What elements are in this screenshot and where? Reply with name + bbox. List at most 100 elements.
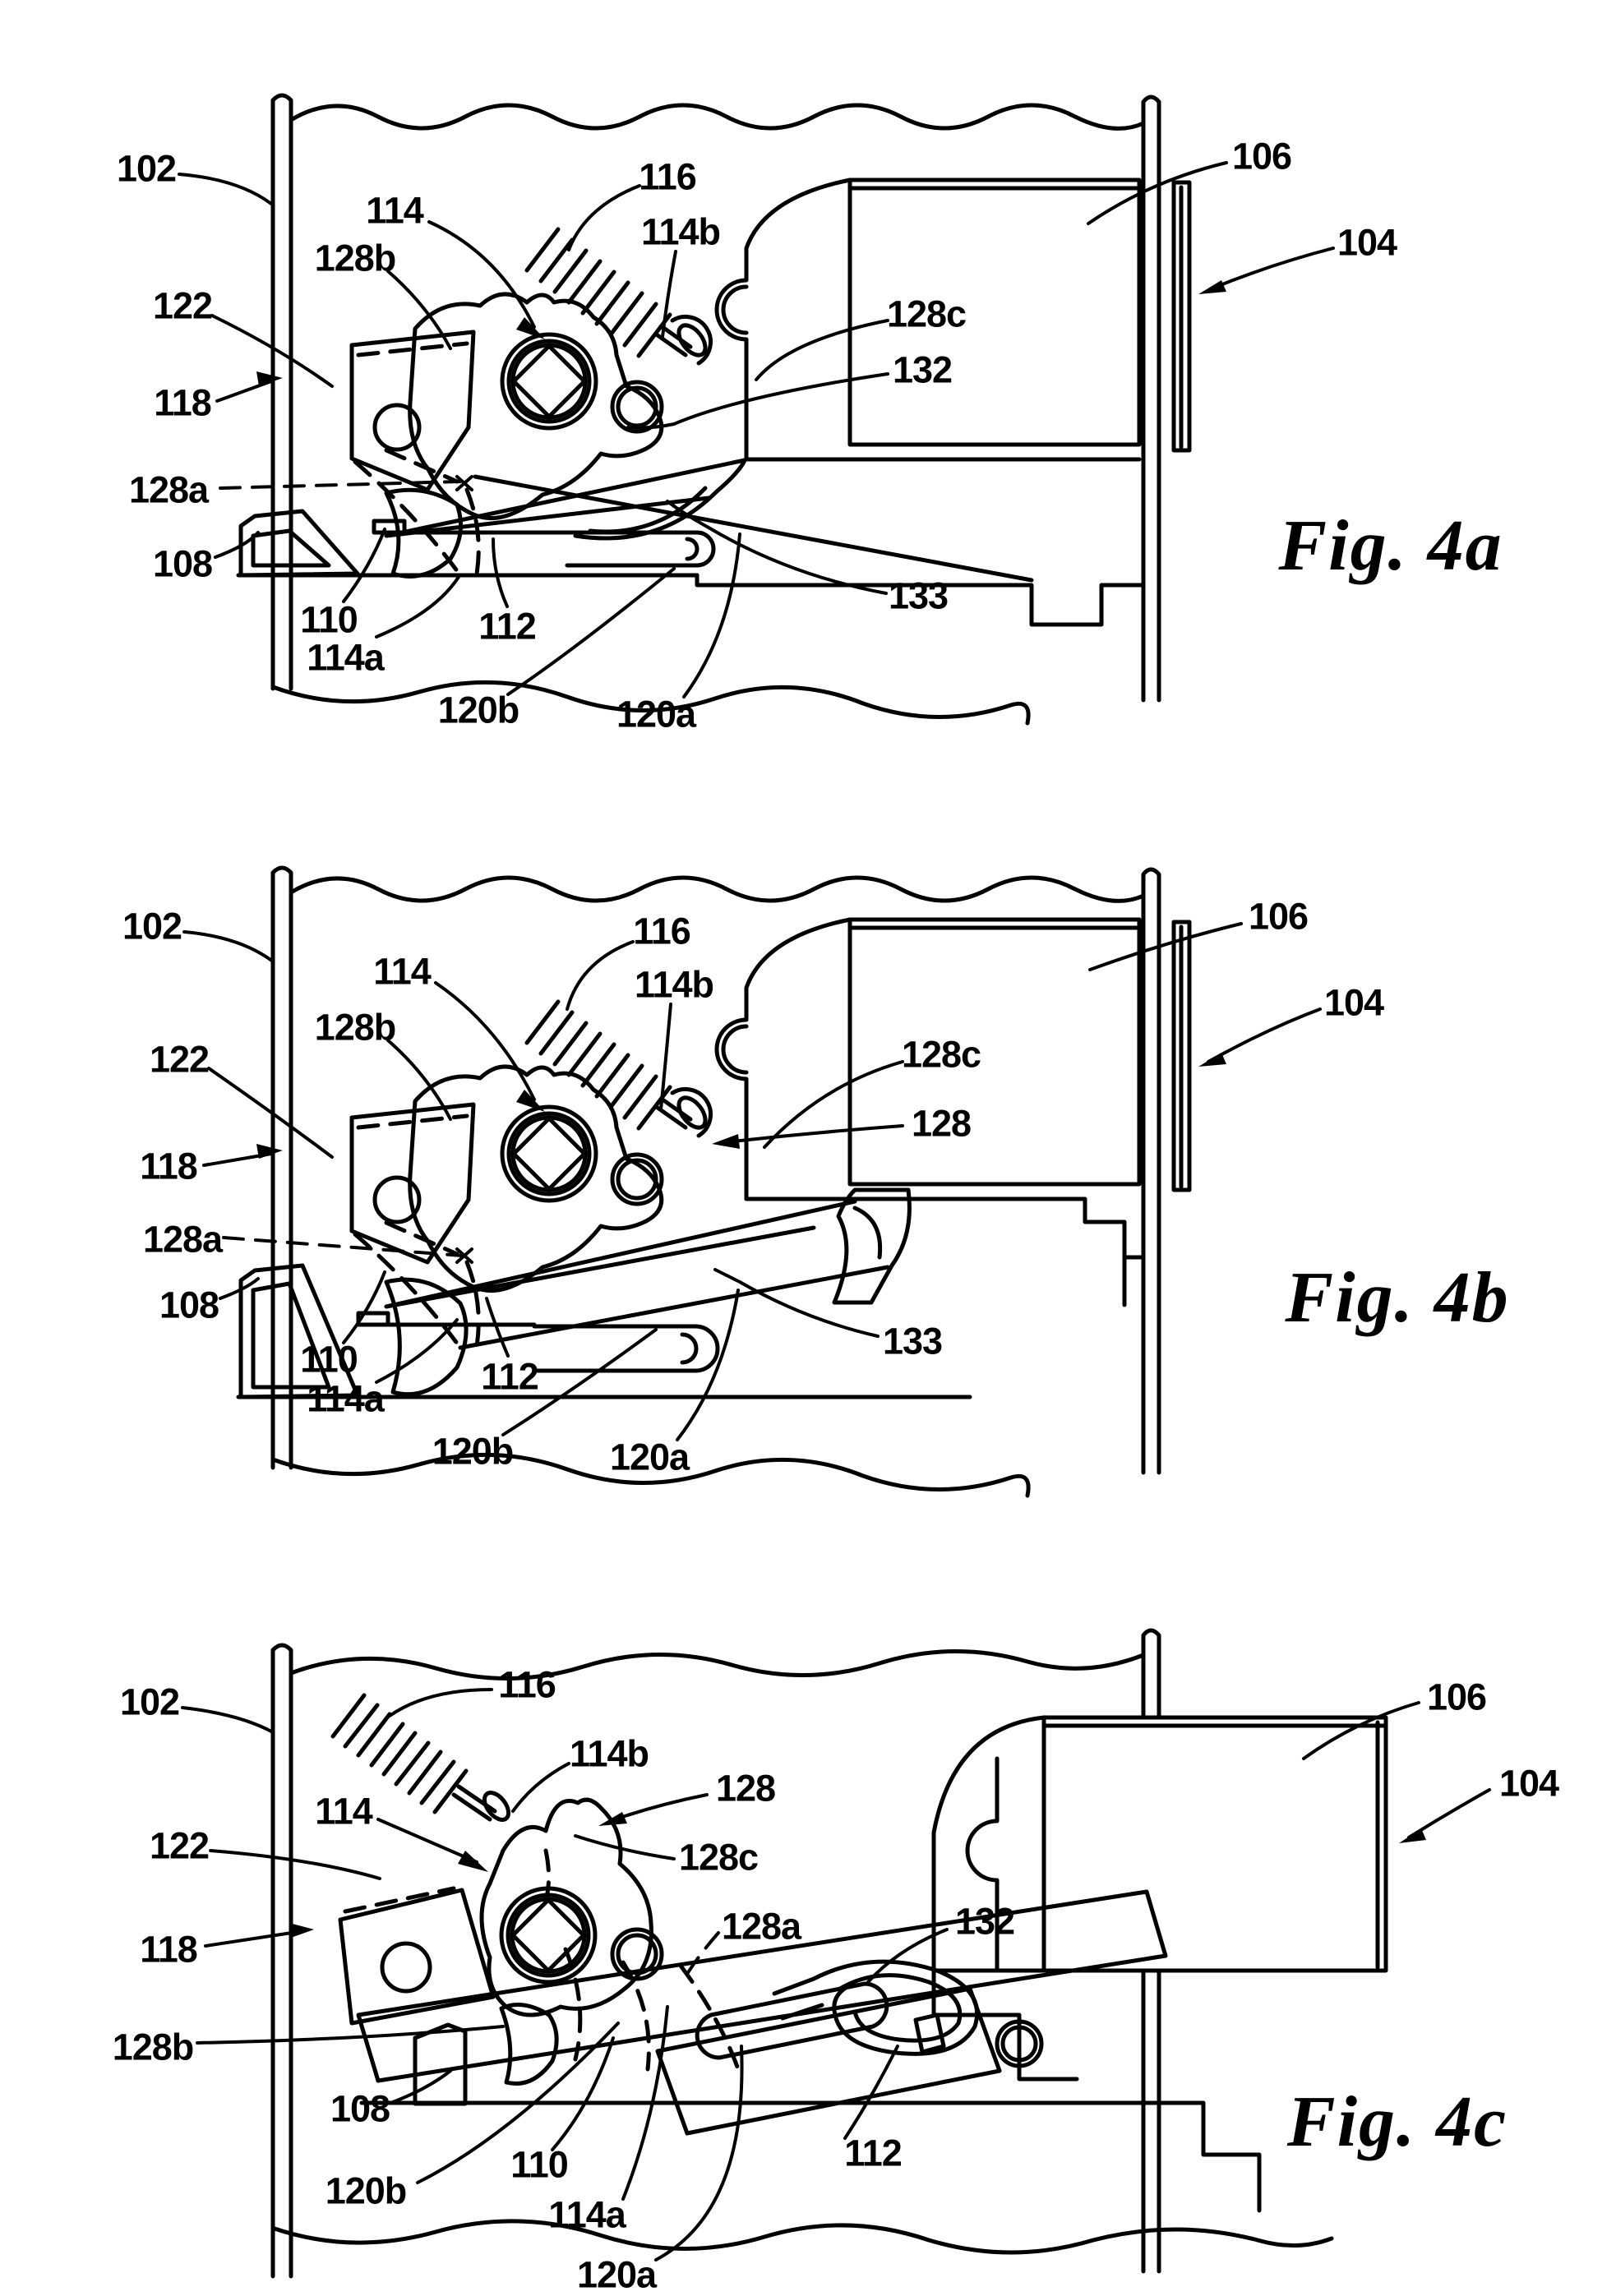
ref-label-110-4c: 110: [510, 2143, 569, 2186]
ref-label-122-4a: 122: [152, 284, 213, 327]
ref-label-112-4a: 112: [478, 605, 537, 648]
fig4b-latch-arm-and-hook: [384, 1187, 912, 1350]
fig4b-housing-profile: [714, 917, 1146, 1307]
fig4a-pawl-114: [408, 292, 713, 521]
fig4a-lower-plate: [236, 487, 716, 579]
ref-label-128-4c: 128: [715, 1767, 776, 1810]
fig4b-leader-lines: [182, 922, 1322, 1441]
ref-label-110-4b: 110: [300, 1338, 358, 1381]
figure-caption-4a: Fig. 4a: [1278, 506, 1503, 586]
ref-label-128b-4c: 128b: [112, 2026, 195, 2068]
fig4b-spring-seat-114b: [670, 1087, 713, 1138]
ref-label-118-4c: 118: [140, 1928, 198, 1971]
ref-label-128c-4b: 128c: [901, 1033, 981, 1076]
ref-label-110-4a: 110: [300, 598, 358, 641]
fig4c-housing-profile: [359, 1715, 1262, 2213]
fig4b-break-line-top: [289, 875, 1146, 903]
ref-label-128a-4a: 128a: [128, 468, 209, 511]
fig4c-break-line-bottom: [272, 2219, 1334, 2255]
ref-label-108-4c: 108: [330, 2087, 390, 2130]
fig4b-mount-plate-118: [349, 1102, 481, 1350]
ref-label-128c-4a: 128c: [886, 293, 967, 335]
ref-label-114-4c: 114: [315, 1790, 373, 1833]
fig4a-mount-plate-118: [349, 330, 481, 578]
fig4c-bracket-108: [413, 2022, 468, 2106]
ref-label-120a-4a: 120a: [616, 693, 696, 735]
fig4c-tilted-latch-plate: [356, 1889, 1168, 2136]
fig4b-break-line-bottom: [270, 1452, 1031, 1498]
ref-label-108-4b: 108: [159, 1284, 219, 1326]
fig4b-pawl-114: [408, 1064, 713, 1293]
ref-label-106-4b: 106: [1248, 895, 1309, 938]
ref-label-112-4b: 112: [481, 1355, 539, 1398]
ref-label-118-4b: 118: [140, 1145, 198, 1187]
fig4a-housing-profile: [473, 178, 1146, 627]
fig4c-leader-lines: [181, 1688, 1491, 2261]
ref-label-114b-4a: 114b: [640, 210, 721, 253]
ref-label-114-4a: 114: [366, 189, 424, 232]
ref-label-116-4a: 116: [639, 155, 697, 198]
fig4c-break-line-top: [289, 1649, 1146, 1681]
ref-label-128b-4a: 128b: [314, 237, 397, 279]
fig4a-roller-132: [610, 380, 664, 434]
ref-label-128a-4c: 128a: [721, 1905, 801, 1948]
ref-label-114a-4c: 114a: [548, 2193, 626, 2236]
fig4a-spring-seat-114b: [670, 315, 713, 366]
ref-label-133-4b: 133: [882, 1320, 943, 1362]
ref-label-108-4a: 108: [152, 542, 213, 585]
ref-label-132-4a: 132: [892, 348, 953, 391]
fig4b-breech-block: [847, 917, 1192, 1192]
ref-label-114a-4a: 114a: [307, 636, 385, 679]
fig4a-breech-block: [847, 178, 1192, 453]
ref-label-122-4b: 122: [149, 1038, 210, 1081]
ref-label-114b-4c: 114b: [569, 1732, 649, 1775]
fig4a-drawing: [178, 93, 1335, 726]
ref-label-132-4c: 132: [954, 1900, 1015, 1943]
fig4a-drive-hub: [500, 332, 598, 431]
ref-label-104-4a: 104: [1337, 221, 1397, 264]
fig4c-drive-hub: [499, 1886, 598, 1985]
ref-label-133-4a: 133: [888, 574, 949, 617]
fig4c-breech-block: [1041, 1715, 1388, 1973]
fig4b-trip-foot: [384, 1277, 469, 1397]
figure-caption-4c: Fig. 4c: [1286, 2082, 1508, 2162]
ref-label-104-4c: 104: [1498, 1762, 1559, 1805]
fig4c-trip-foot: [499, 2003, 559, 2086]
ref-label-120a-4b: 120a: [609, 1436, 690, 1478]
ref-label-120b-4b: 120b: [432, 1430, 515, 1473]
fig4b-bracket-108: [238, 1263, 360, 1399]
fig4a-spring-116: [524, 227, 708, 358]
ref-label-116-4b: 116: [633, 910, 691, 952]
ref-label-128-4b: 128: [911, 1102, 972, 1145]
fig4b-roller: [610, 1152, 664, 1206]
ref-label-102-4a: 102: [116, 147, 177, 190]
fig4c-frame-rails: [270, 1628, 1334, 2279]
ref-label-120a-4c: 120a: [576, 2253, 657, 2296]
fig4a-frame-rails: [270, 93, 1161, 726]
ref-label-102-4c: 102: [119, 1681, 180, 1723]
ref-label-120b-4a: 120b: [437, 689, 520, 731]
figure-caption-4b: Fig. 4b: [1285, 1258, 1510, 1338]
ref-label-112-4c: 112: [844, 2132, 903, 2174]
ref-label-114b-4b: 114b: [634, 963, 714, 1006]
fig4c-mount-plate-118: [338, 1886, 496, 2026]
ref-label-120b-4c: 120b: [325, 2169, 408, 2212]
fig4b-leader-arrowheads: [256, 1053, 1226, 1159]
ref-label-128a-4b: 128a: [142, 1218, 223, 1261]
ref-label-104-4b: 104: [1323, 981, 1384, 1024]
ref-label-128c-4c: 128c: [678, 1836, 759, 1879]
fig4a-leader-arrowheads: [256, 280, 1226, 386]
fig4a-break-line-top: [289, 103, 1146, 131]
ref-label-122-4c: 122: [149, 1824, 210, 1867]
ref-label-102-4b: 102: [122, 905, 182, 947]
fig4b-lower-plate: [236, 1263, 972, 1399]
fig4c-roller: [610, 1927, 664, 1981]
ref-label-118-4a: 118: [154, 381, 212, 424]
fig4a-leader-lines: [178, 161, 1335, 698]
fig4c-spring-116: [330, 1693, 511, 1822]
fig4b-frame-rails: [270, 865, 1161, 1498]
ref-label-116-4c: 116: [498, 1663, 556, 1706]
ref-label-114a-4b: 114a: [307, 1377, 385, 1420]
